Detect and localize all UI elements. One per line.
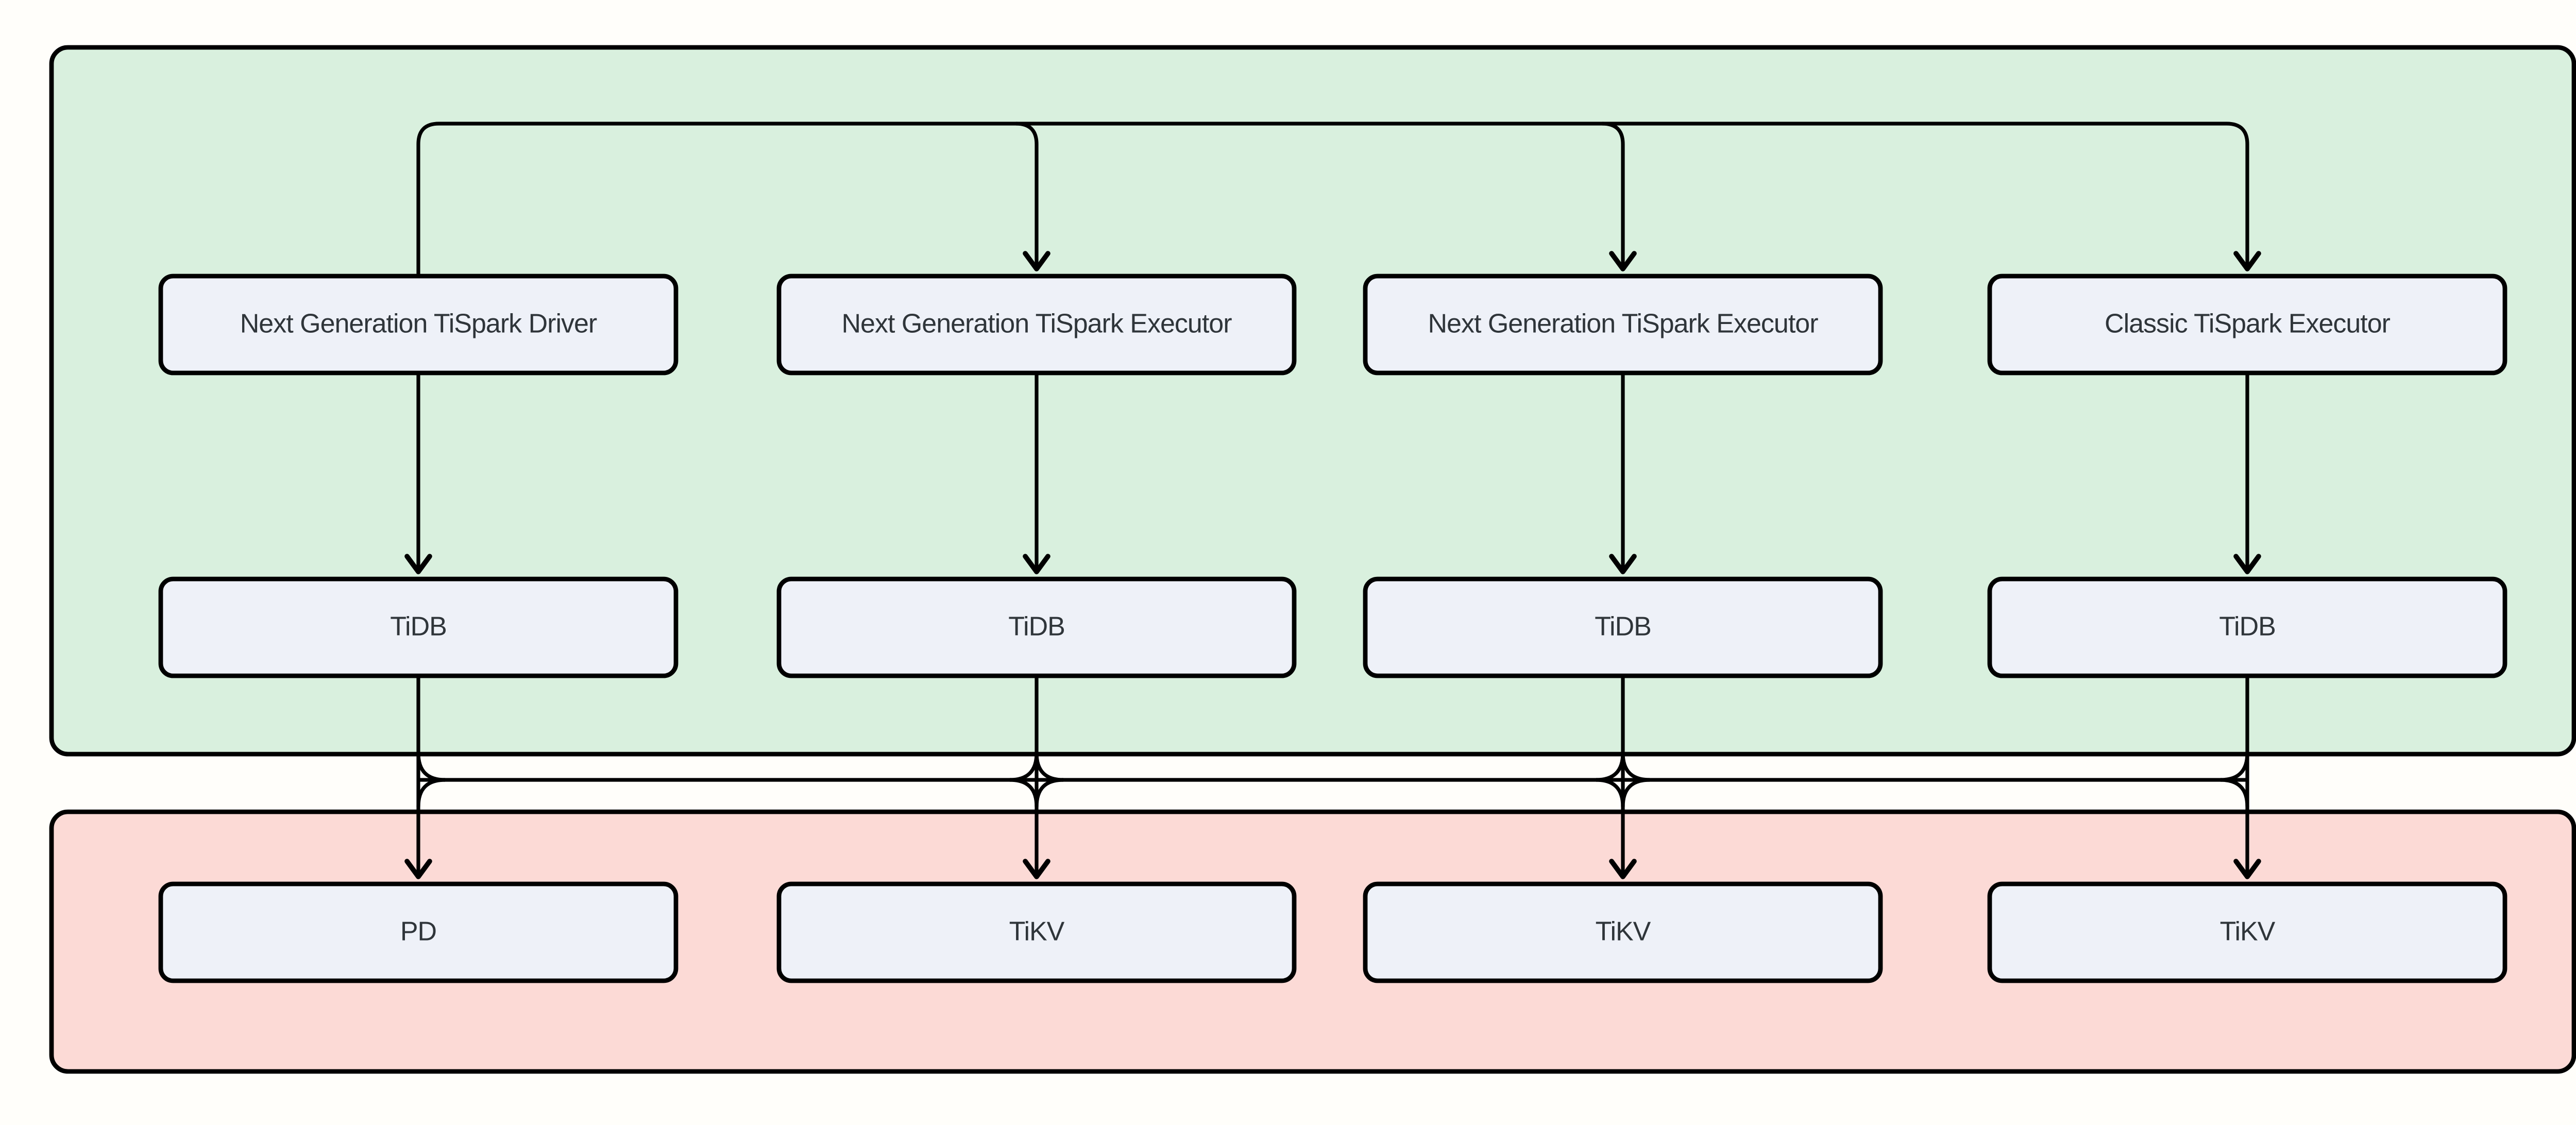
node-tikv-3: TiKV bbox=[1987, 881, 2507, 983]
node-classic-executor: Classic TiSpark Executor bbox=[1987, 274, 2507, 376]
edges bbox=[404, 122, 2261, 879]
node-box bbox=[1363, 576, 1883, 678]
node-box bbox=[776, 274, 1297, 376]
edge-junction-curves bbox=[416, 753, 2249, 807]
node-label: TiDB bbox=[1595, 612, 1651, 642]
node-box bbox=[1363, 274, 1883, 376]
node-box bbox=[158, 576, 679, 678]
node-label: TiKV bbox=[2220, 917, 2276, 947]
node-box bbox=[1987, 881, 2507, 983]
node-tidb-4: TiDB bbox=[1987, 576, 2507, 678]
node-spark-driver: Next Generation TiSpark Driver bbox=[158, 274, 679, 376]
node-spark-executor-2: Next Generation TiSpark Executor bbox=[1363, 274, 1883, 376]
node-tidb-2: TiDB bbox=[776, 576, 1297, 678]
node-box bbox=[1987, 576, 2507, 678]
node-label: Next Generation TiSpark Executor bbox=[841, 309, 1232, 339]
resource-manager-zone bbox=[49, 45, 2576, 757]
node-tikv-2: TiKV bbox=[1363, 881, 1883, 983]
node-box bbox=[1363, 881, 1883, 983]
node-box bbox=[158, 881, 679, 983]
node-tidb-3: TiDB bbox=[1363, 576, 1883, 678]
node-label: TiDB bbox=[1008, 612, 1065, 642]
node-box bbox=[1987, 274, 2507, 376]
node-box bbox=[776, 881, 1297, 983]
node-tikv-1: TiKV bbox=[776, 881, 1297, 983]
node-box bbox=[158, 274, 679, 376]
node-box bbox=[776, 576, 1297, 678]
tidb-managed-zone bbox=[49, 809, 2576, 1074]
node-label: Next Generation TiSpark Driver bbox=[240, 309, 597, 339]
node-label: PD bbox=[400, 917, 436, 947]
edge-driver-to-executor3 bbox=[416, 122, 2261, 276]
node-label: TiDB bbox=[390, 612, 447, 642]
node-label: Classic TiSpark Executor bbox=[2105, 309, 2391, 339]
node-tidb-1: TiDB bbox=[158, 576, 679, 678]
node-pd: PD bbox=[158, 881, 679, 983]
node-label: TiKV bbox=[1596, 917, 1651, 947]
edge-driver-to-executor2 bbox=[1602, 122, 1637, 271]
edge-driver-to-executor1 bbox=[1015, 122, 1050, 271]
node-label: TiKV bbox=[1009, 917, 1065, 947]
node-label: TiDB bbox=[2219, 612, 2276, 642]
node-label: Next Generation TiSpark Executor bbox=[1428, 309, 1818, 339]
node-spark-executor-1: Next Generation TiSpark Executor bbox=[776, 274, 1297, 376]
